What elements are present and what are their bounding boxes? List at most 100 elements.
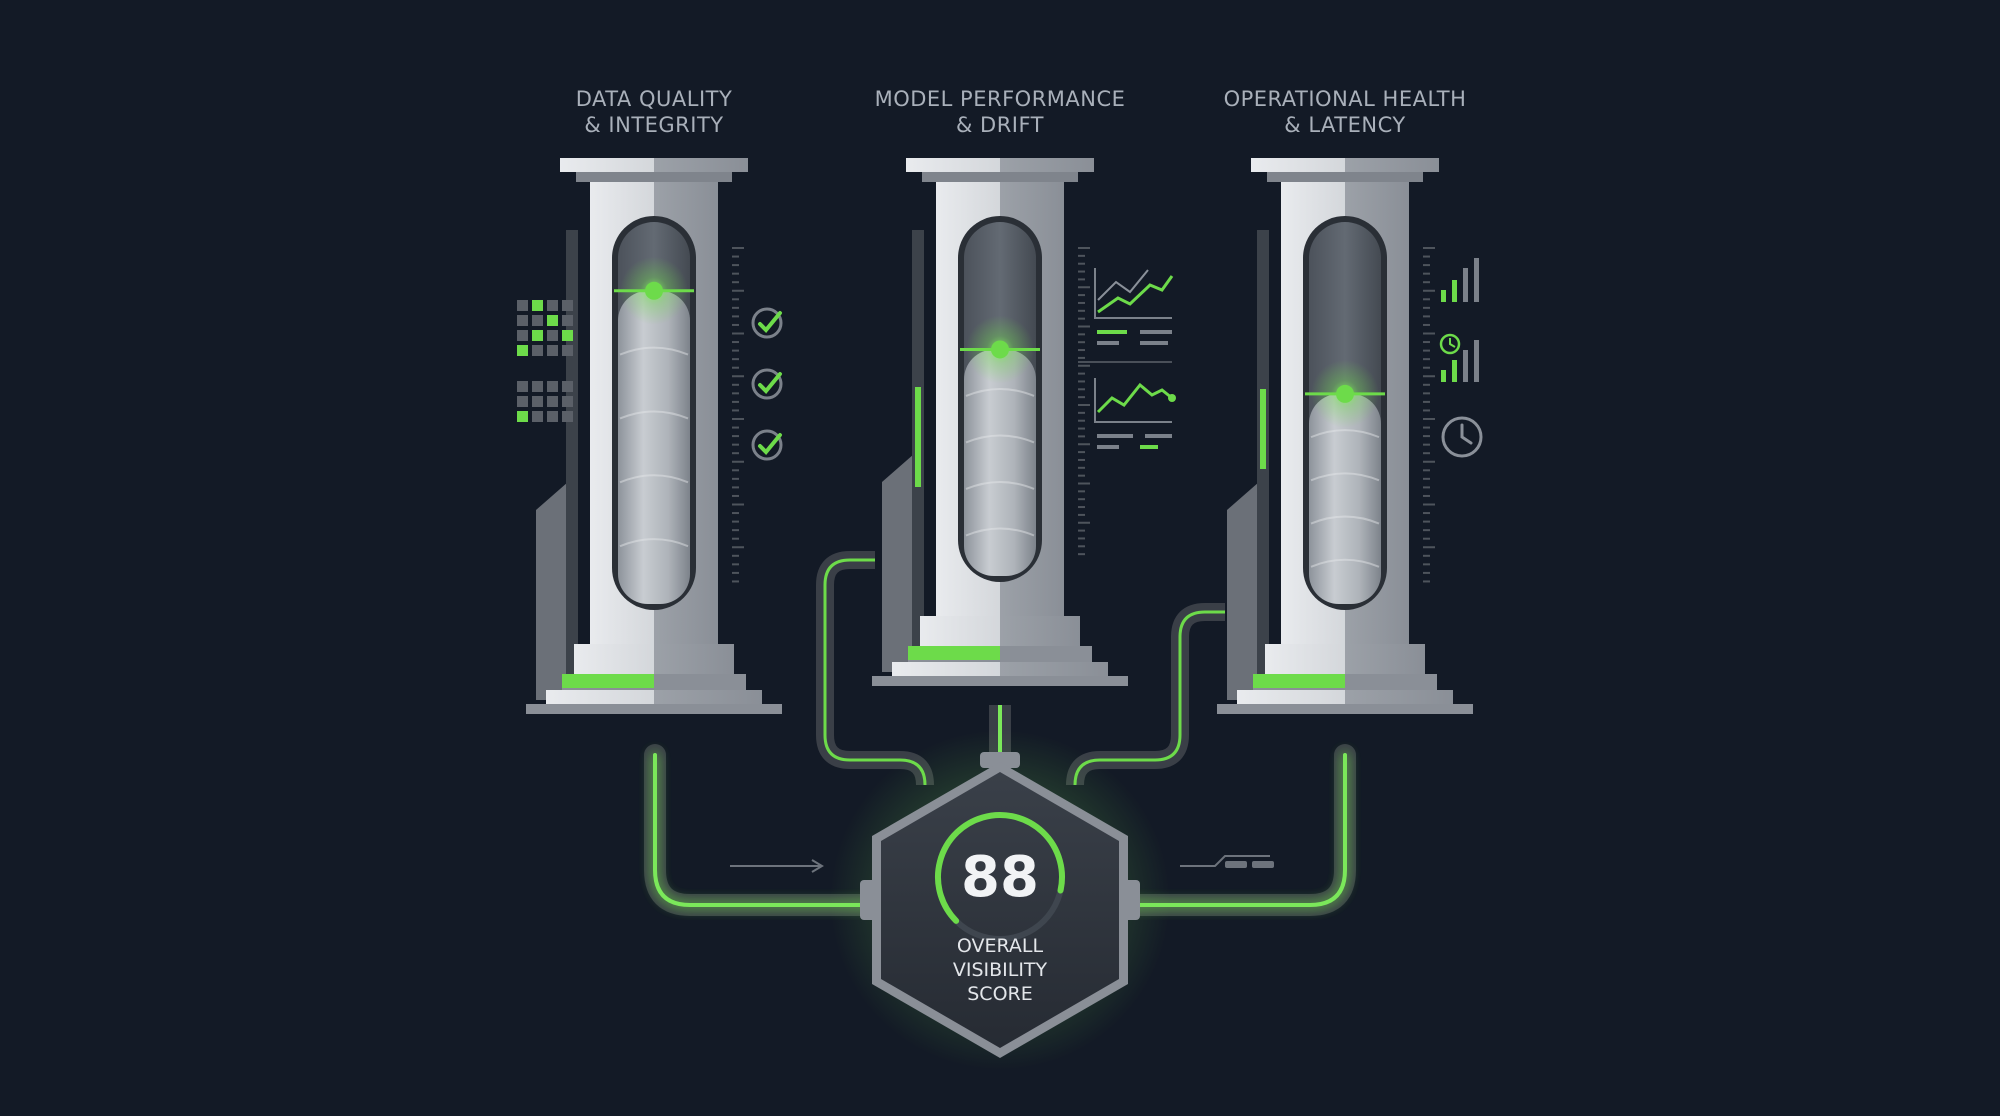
grid-cell [547,411,558,422]
pillar-tube-band [1310,558,1380,568]
line-chart-icon [1094,268,1172,319]
deco-line-right [1180,855,1270,867]
grid-cell [517,300,528,311]
pillar-level-dot [645,281,663,300]
pillar-title-operational-health: OPERATIONAL HEALTH & LATENCY [1165,86,1525,138]
pillar-base-block [920,616,1080,646]
pillar-side-indicator [1260,389,1266,469]
score-hub: 88 OVERALL VISIBILITY SCORE [830,730,1170,1070]
pillars [526,158,1473,714]
check-icon [751,429,783,461]
pillar-base-ground [1217,704,1473,714]
pillar-cap-lower [922,172,1078,182]
pillar-title-data-quality: DATA QUALITY & INTEGRITY [474,86,834,138]
score-label-line1: OVERALL [957,935,1044,957]
pillar-title-line1: DATA QUALITY [575,87,733,111]
grid-cell [562,381,573,392]
hub-connector-top [980,752,1020,768]
grid-cell [517,396,528,407]
pillar-cap [560,158,748,172]
grid-cell [562,315,573,326]
pillar-title-line2: & LATENCY [1284,113,1406,137]
signal-bars-2 [1441,340,1479,382]
area-chart-icon [1094,378,1172,423]
pillar-base-indicator [562,674,654,688]
pillar-level-dot [991,340,1009,359]
grid-cell [547,300,558,311]
pillar-base-indicator [1253,674,1345,688]
pillar-title-line1: MODEL PERFORMANCE [874,87,1126,111]
grid-cell [562,330,573,341]
pillar-cap-lower [576,172,732,182]
pillar-operational-health [1217,158,1473,714]
grid-cell [532,300,543,311]
pillar-tube-band [619,474,689,484]
pillar-base-foot [546,690,762,704]
grid-cell [517,330,528,341]
grid-cell [547,315,558,326]
deco-pill-right-1 [1225,861,1247,868]
grid-cell [547,330,558,341]
score-gauge-arc [935,812,1065,924]
grid-cell [547,396,558,407]
signal-bars-1 [1441,258,1479,302]
pillar-title-line1: OPERATIONAL HEALTH [1223,87,1467,111]
pillar-tube-band [619,410,689,420]
grid-cell [517,345,528,356]
pillar-tube-band [965,388,1035,397]
grid-cell [562,411,573,422]
pillar-tube-band [965,527,1035,537]
pillar-tube-band [965,481,1035,490]
pillar-cap [1251,158,1439,172]
pipe-loop-right-line [1073,610,1225,786]
clock-icon [1441,416,1483,458]
grid-cell [532,315,543,326]
check-icon [751,307,783,339]
arrow-left-head [811,859,824,873]
pillar-base-ground [872,676,1128,686]
pillar-base-foot [892,662,1108,676]
pillar-title-line2: & INTEGRITY [584,113,724,137]
pillar-tube-band [1310,472,1380,482]
pillar-tube-band [965,434,1035,444]
grid-cell [562,300,573,311]
check-icon [751,368,783,400]
grid-cell [532,330,543,341]
grid-cell [562,345,573,356]
pillar-title-model-performance: MODEL PERFORMANCE & DRIFT [820,86,1180,138]
deco-pill-right-2 [1252,861,1274,868]
mini-line-chart-2 [1094,378,1176,449]
hexagon-inner [881,772,1119,1048]
clock-icon [1439,333,1461,355]
pillar-data-quality [526,158,782,714]
pillar-tube-fill [618,290,690,604]
grid-cell [517,315,528,326]
data-grid-widget [517,300,573,422]
score-label-line2: VISIBILITY [953,959,1048,981]
pillar-tube-fill [964,349,1036,576]
pillar-tube-band [1310,515,1380,525]
pillar-tube-band [619,538,689,548]
pillar-level-dot [1336,384,1354,403]
pillar-cap [906,158,1094,172]
pillar-title-line2: & DRIFT [955,113,1045,137]
pillar-tube-fill [1309,393,1381,604]
pipe-left-line [653,753,872,907]
grid-cell [547,381,558,392]
grid-cell [532,411,543,422]
pillar-tube-band [619,346,689,356]
pillar-model-performance [872,158,1128,686]
check-list [751,307,783,461]
grid-cell [532,345,543,356]
grid-cell [517,381,528,392]
grid-cell [532,396,543,407]
pipe-right-line [1128,753,1347,907]
pillar-base-ground [526,704,782,714]
grid-cell [547,345,558,356]
score-value: 88 [961,845,1039,910]
pillar-base-block [1265,644,1425,674]
mini-line-chart-1 [1078,268,1174,363]
score-label-line3: SCORE [967,983,1033,1005]
